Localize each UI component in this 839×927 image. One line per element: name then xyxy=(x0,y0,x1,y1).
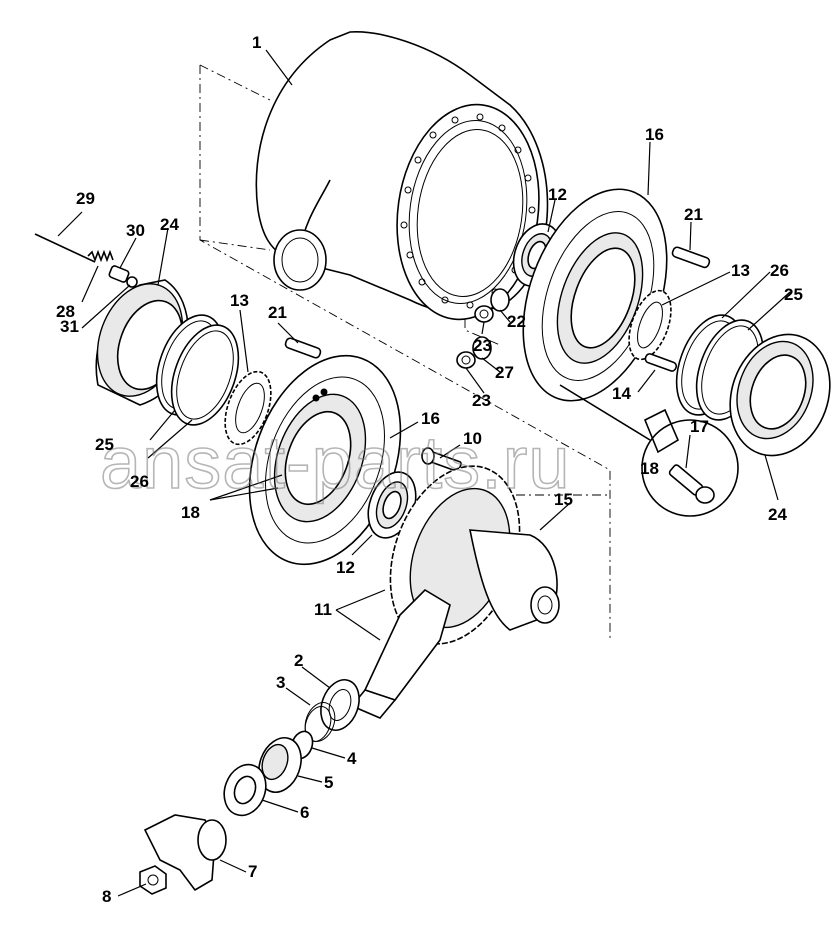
callout-17: 17 xyxy=(690,417,709,436)
bearing-lower xyxy=(367,471,417,539)
seal-6 xyxy=(223,763,267,817)
yoke-flange-7 xyxy=(143,814,227,892)
callout-21-right: 21 xyxy=(684,205,703,224)
callout-18-left: 18 xyxy=(181,503,200,522)
callout-21-left: 21 xyxy=(268,303,287,322)
callout-13-right: 13 xyxy=(731,261,750,280)
pinion-shaft xyxy=(350,588,451,719)
callout-25-right: 25 xyxy=(784,285,803,304)
callout-28: 28 xyxy=(56,302,75,321)
leader-lines xyxy=(57,49,791,897)
callout-23-upper: 23 xyxy=(473,336,492,355)
callout-2: 2 xyxy=(294,651,303,670)
callout-24-left: 24 xyxy=(160,215,179,234)
plug-27 xyxy=(456,336,492,369)
nut-8 xyxy=(139,865,167,895)
callout-16-right: 16 xyxy=(645,125,664,144)
watermark-text: ansat-parts.ru xyxy=(100,421,571,504)
bearing-5 xyxy=(258,737,302,793)
callout-31: 31 xyxy=(60,317,79,336)
pin-14 xyxy=(644,353,678,372)
callout-8: 8 xyxy=(102,887,111,906)
housing-bolt-holes xyxy=(400,113,536,309)
spring-28 xyxy=(87,249,114,263)
ring-nut-left xyxy=(224,370,272,446)
callout-29: 29 xyxy=(76,189,95,208)
assembly-axis-lines xyxy=(199,64,611,640)
bearing-2 xyxy=(320,679,360,731)
axle-housing xyxy=(255,31,549,321)
callout-18-detail: 18 xyxy=(640,459,659,478)
callout-12-upper: 12 xyxy=(548,185,567,204)
detail-bolt-magnifier xyxy=(559,384,739,517)
bolt-10 xyxy=(421,447,462,473)
flange-left xyxy=(248,354,402,566)
callout-27: 27 xyxy=(495,363,514,382)
valve-30 xyxy=(108,265,138,288)
callout-1: 1 xyxy=(252,33,261,52)
callout-12-lower: 12 xyxy=(336,558,355,577)
callout-4: 4 xyxy=(347,749,357,768)
callout-25-left: 25 xyxy=(95,435,114,454)
callout-23-lower: 23 xyxy=(472,391,491,410)
callout-11: 11 xyxy=(314,600,332,619)
ring-nut-right xyxy=(628,289,672,361)
callout-26-right: 26 xyxy=(770,261,789,280)
callout-6: 6 xyxy=(300,803,309,822)
callout-24-right: 24 xyxy=(768,505,787,524)
side-cover-right xyxy=(729,333,831,457)
pin-left xyxy=(284,337,322,359)
callout-labels: 1 2 3 4 5 6 7 8 10 11 12 12 13 13 14 15 … xyxy=(56,33,803,906)
pin-right xyxy=(671,246,711,269)
callout-13-left: 13 xyxy=(230,291,249,310)
rod-29 xyxy=(34,233,96,263)
callout-14: 14 xyxy=(612,384,631,403)
callout-5: 5 xyxy=(324,773,333,792)
callout-7: 7 xyxy=(248,862,257,881)
callout-22: 22 xyxy=(507,312,526,331)
callout-10: 10 xyxy=(463,429,482,448)
callout-30: 30 xyxy=(126,221,145,240)
callout-16-left: 16 xyxy=(421,409,440,428)
callout-26-left: 26 xyxy=(130,472,149,491)
callout-15: 15 xyxy=(554,490,573,509)
callout-3: 3 xyxy=(276,673,285,692)
